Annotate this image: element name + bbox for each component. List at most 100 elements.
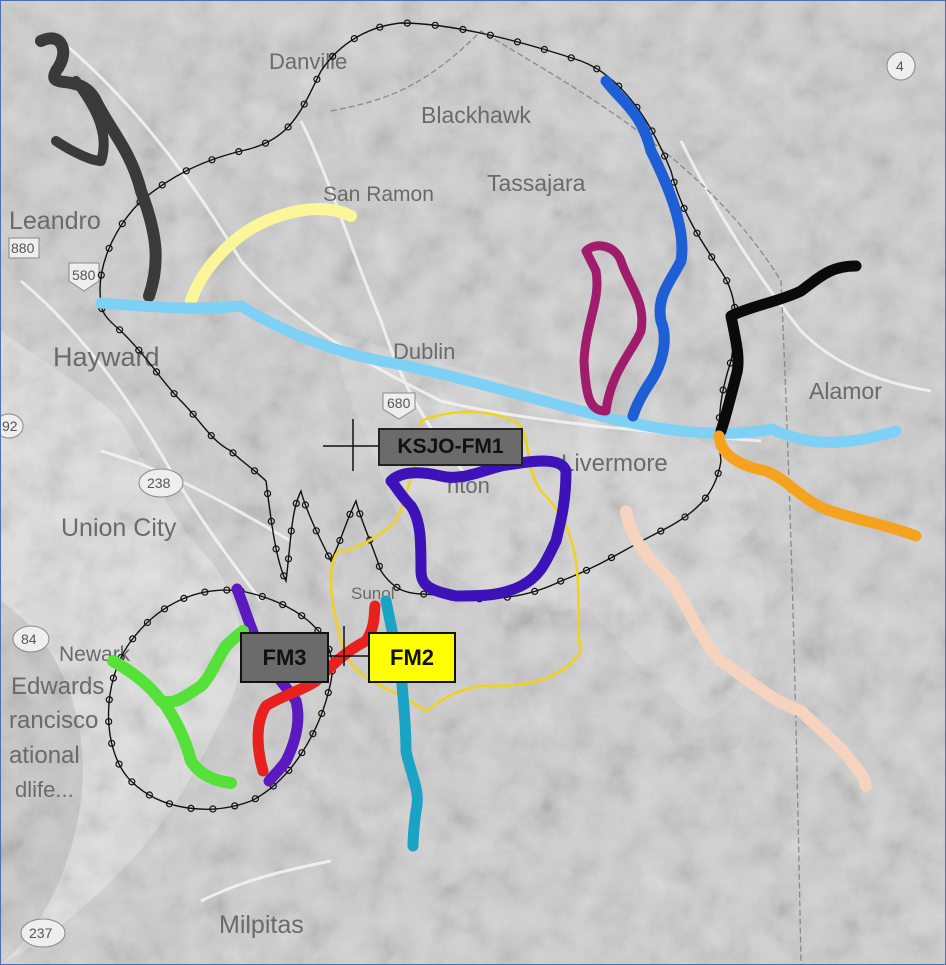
place-wildlife: dlife... xyxy=(15,777,74,802)
crosshair-markers xyxy=(321,419,381,666)
contour-marker xyxy=(336,536,344,545)
contour-marker xyxy=(660,152,669,160)
svg-text:84: 84 xyxy=(21,631,37,647)
contour-marker xyxy=(160,605,169,613)
contour-marker xyxy=(105,717,113,726)
fm2-label: FM2 xyxy=(368,632,456,683)
shield-237-icon: 237 xyxy=(20,918,66,948)
contour-marker xyxy=(189,410,197,418)
svg-text:680: 680 xyxy=(387,395,411,411)
contour-marker xyxy=(261,139,270,147)
contour-marker xyxy=(258,592,266,601)
place-national: ational xyxy=(9,742,80,769)
contour-marker xyxy=(582,566,591,574)
shield-580-icon: 580 xyxy=(68,262,100,292)
contour-marker xyxy=(180,594,188,603)
highway-shields: 4 580 880 238 680 84 237 92 xyxy=(1,51,916,948)
contour-marker xyxy=(267,517,275,525)
drive-routes xyxy=(35,32,922,852)
contour-marker xyxy=(182,167,190,175)
place-union-city: Union City xyxy=(61,514,177,542)
contour-marker xyxy=(115,326,124,334)
contour-marker xyxy=(557,577,565,585)
contour-marker xyxy=(593,65,601,73)
contour-marker xyxy=(105,696,113,704)
place-blackhawk: Blackhawk xyxy=(421,102,531,128)
contour-marker xyxy=(272,545,280,553)
contour-marker xyxy=(223,586,231,594)
contour-marker xyxy=(135,346,143,354)
contour-marker xyxy=(251,795,259,803)
contour-marker xyxy=(287,527,295,535)
route-peach xyxy=(620,505,872,792)
contour-marker xyxy=(513,38,522,46)
contour-marker xyxy=(393,583,401,592)
svg-text:92: 92 xyxy=(2,418,18,434)
contour-marker xyxy=(229,449,237,457)
contour-marker xyxy=(165,800,174,808)
route-indigo xyxy=(385,455,572,602)
contour-marker xyxy=(350,34,358,43)
contour-marker xyxy=(313,75,321,83)
contour-marker xyxy=(531,587,539,596)
contour-marker xyxy=(292,499,300,507)
place-alamo: Alamor xyxy=(809,378,882,404)
contour-marker xyxy=(97,271,105,279)
route-light-blue xyxy=(95,297,902,448)
contour-marker xyxy=(312,527,320,535)
place-edwards: Edwards xyxy=(11,673,104,700)
contour-marker xyxy=(376,23,384,31)
contour-marker xyxy=(375,562,383,570)
shield-238-icon: 238 xyxy=(138,468,184,498)
place-milpitas: Milpitas xyxy=(219,911,304,939)
shield-92-icon: 92 xyxy=(1,413,24,439)
contour-marker xyxy=(279,600,287,609)
fm1-label-text: KSJO-FM1 xyxy=(397,435,504,458)
contour-marker xyxy=(301,501,309,509)
contour-marker xyxy=(356,510,364,518)
contour-marker xyxy=(145,791,153,799)
contour-marker xyxy=(346,510,354,518)
svg-text:4: 4 xyxy=(896,58,904,74)
contour-marker xyxy=(300,100,308,108)
contour-marker xyxy=(108,739,116,748)
route-magenta xyxy=(579,241,647,416)
fm2-contour xyxy=(329,410,583,713)
contour-marker xyxy=(329,52,337,60)
route-green xyxy=(107,625,249,789)
contour-marker xyxy=(201,588,209,596)
fm2-label-text: FM2 xyxy=(390,644,434,670)
contour-marker xyxy=(324,552,333,560)
contour-marker xyxy=(152,368,161,376)
place-san-ramon: San Ramon xyxy=(323,183,434,206)
route-dark-gray-spur xyxy=(51,76,109,166)
contour-marker xyxy=(708,253,716,261)
place-san-leandro: Leandro xyxy=(9,207,101,235)
contour-marker xyxy=(298,612,306,620)
shield-4-icon: 4 xyxy=(886,51,916,81)
route-light-yellow xyxy=(185,203,357,307)
contour-marker xyxy=(722,277,731,285)
contour-marker xyxy=(128,778,136,786)
contour-marker xyxy=(207,432,215,440)
contour-marker xyxy=(657,527,665,535)
route-black xyxy=(715,260,862,437)
contour-marker xyxy=(567,54,575,62)
svg-text:237: 237 xyxy=(29,925,53,941)
contour-marker xyxy=(284,123,292,131)
contour-marker xyxy=(681,513,689,521)
contour-marker xyxy=(109,674,118,682)
svg-text:238: 238 xyxy=(147,475,171,491)
contour-marker xyxy=(486,31,494,39)
route-orange xyxy=(713,430,922,542)
contour-marker xyxy=(115,760,123,768)
contour-marker xyxy=(420,590,428,598)
fm1-contour-markers xyxy=(97,19,739,603)
shield-84-icon: 84 xyxy=(12,625,50,653)
contour-marker xyxy=(324,688,332,697)
contour-marker xyxy=(250,467,259,475)
contour-marker xyxy=(284,555,293,563)
contour-marker xyxy=(280,572,288,580)
contour-marker xyxy=(231,802,239,810)
